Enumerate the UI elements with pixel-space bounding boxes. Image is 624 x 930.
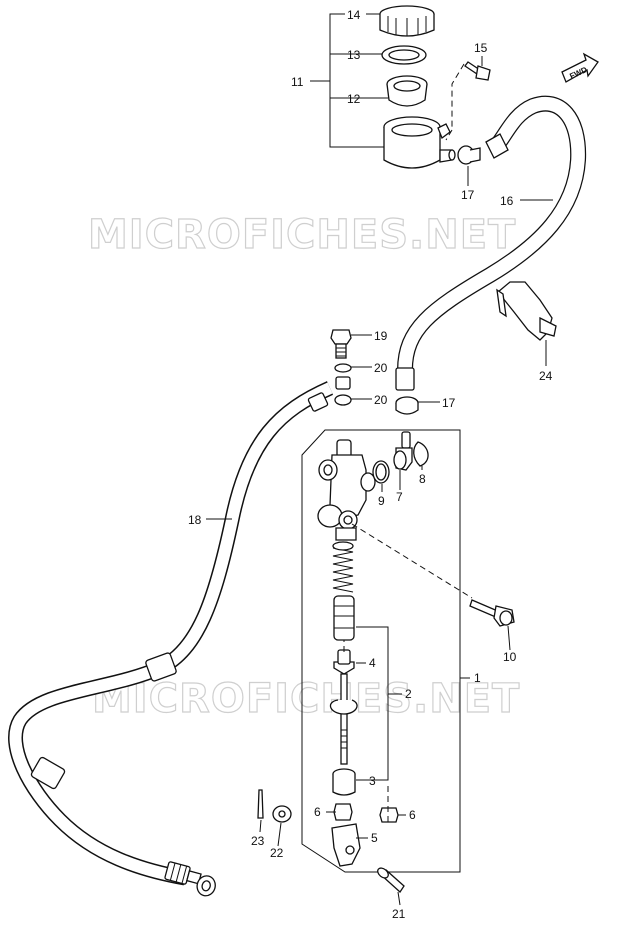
callout-18: 18 — [188, 513, 202, 527]
nut-6-left — [333, 803, 353, 821]
callout-20-upper: 20 — [374, 361, 388, 375]
callout-22: 22 — [270, 846, 284, 860]
callout-10: 10 — [503, 650, 517, 664]
callout-8: 8 — [419, 472, 426, 486]
washer-20-lower — [334, 394, 352, 406]
clevis-5 — [331, 823, 361, 867]
pin-21 — [377, 867, 405, 893]
callout-11: 11 — [291, 75, 304, 89]
callout-24: 24 — [539, 369, 553, 383]
callout-13: 13 — [347, 48, 361, 62]
return-spring — [332, 541, 354, 593]
washer-20-upper — [334, 363, 352, 373]
bolt-19 — [330, 329, 352, 359]
master-cylinder-body — [317, 439, 376, 541]
watermark-bottom: MICROFICHES.NET — [92, 676, 520, 722]
union-fitting — [335, 376, 351, 390]
callout-23: 23 — [251, 834, 265, 848]
diaphragm-plate-13 — [381, 45, 427, 65]
callout-7: 7 — [396, 490, 403, 504]
hose-clamp-17-lower — [395, 396, 419, 415]
fitting-7 — [393, 431, 413, 471]
cotter-pin-23 — [257, 789, 264, 819]
callout-20-lower: 20 — [374, 393, 388, 407]
callout-12: 12 — [347, 92, 361, 106]
callout-1: 1 — [474, 671, 481, 685]
bracket-11 — [329, 13, 384, 148]
nut-6-right — [379, 807, 399, 823]
circlip-8 — [413, 441, 429, 467]
callout-17-lower: 17 — [442, 396, 456, 410]
callout-6-right: 6 — [409, 808, 416, 822]
callout-14: 14 — [347, 8, 361, 22]
reservoir-hose-16 — [395, 95, 587, 391]
boot-3 — [332, 768, 356, 796]
circlip-push-rod — [329, 699, 358, 715]
callout-15: 15 — [474, 41, 488, 55]
piston-2 — [333, 595, 355, 641]
callout-19: 19 — [374, 329, 388, 343]
callout-21: 21 — [392, 907, 406, 921]
hose-clamp-17-upper — [457, 145, 481, 165]
callout-2: 2 — [405, 687, 412, 701]
callout-9: 9 — [378, 494, 385, 508]
bolt-15 — [464, 61, 491, 81]
diaphragm-12 — [386, 75, 428, 107]
leader-lines — [206, 13, 553, 906]
hose-holder-24 — [496, 281, 557, 341]
brake-hose-18 — [8, 381, 334, 897]
push-rod-4 — [333, 649, 355, 765]
assembly-outline-1 — [301, 429, 461, 873]
callout-17-upper: 17 — [461, 188, 475, 202]
reservoir-tank-11 — [383, 116, 456, 169]
callout-5: 5 — [371, 831, 378, 845]
watermark-top: MICROFICHES.NET — [88, 212, 516, 258]
callout-3: 3 — [369, 774, 376, 788]
callout-16: 16 — [500, 194, 514, 208]
callout-4: 4 — [369, 656, 376, 670]
callout-6-left: 6 — [314, 805, 321, 819]
fwd-arrow-icon: FWD — [561, 52, 599, 83]
reservoir-cap-14 — [379, 5, 435, 37]
bolt-10 — [469, 599, 515, 627]
